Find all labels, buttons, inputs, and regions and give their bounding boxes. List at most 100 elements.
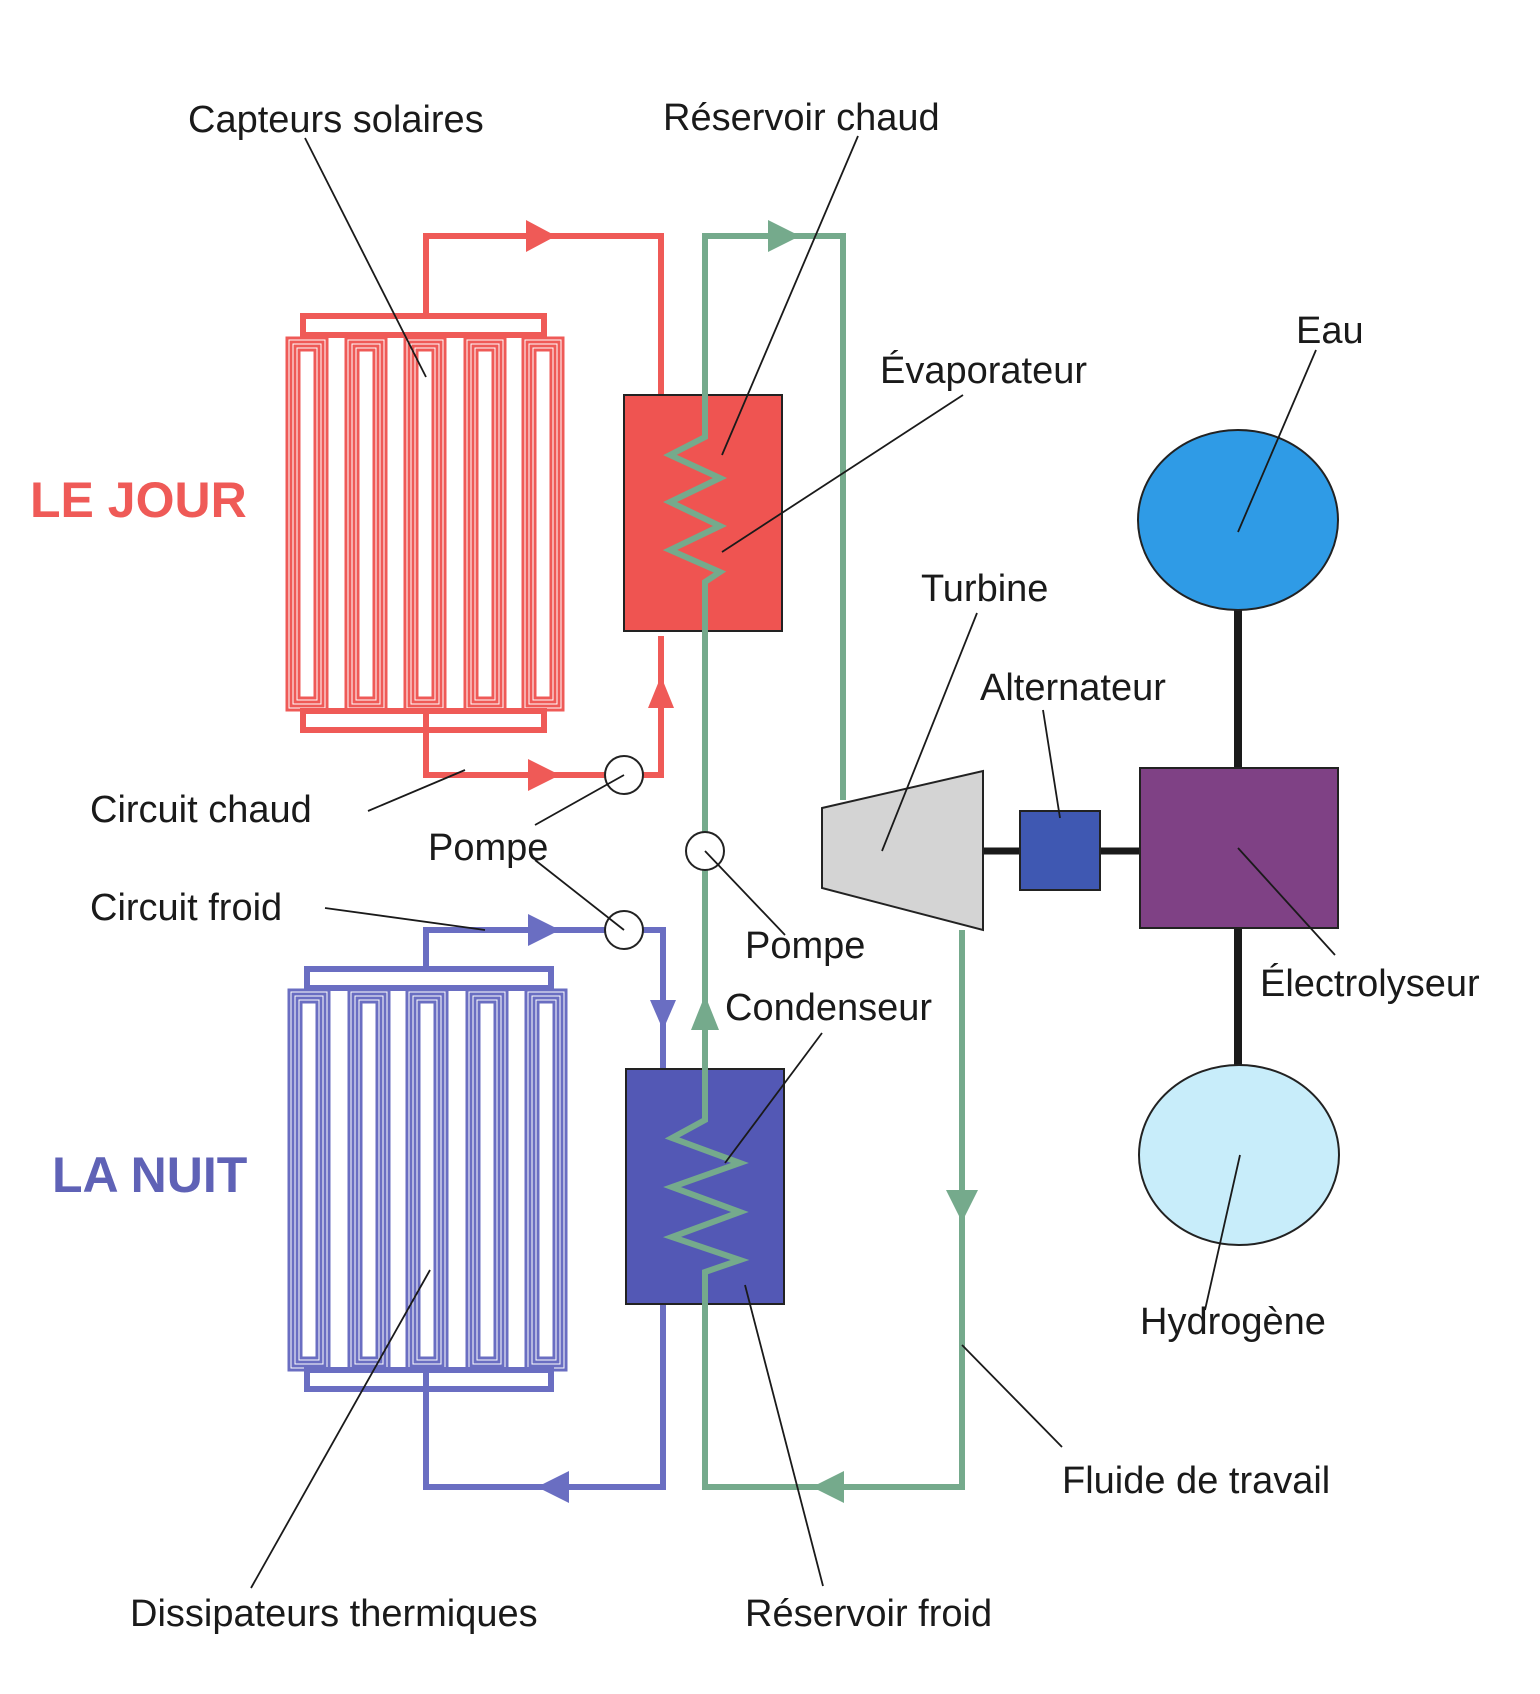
heat-sink-tube-3 (417, 1000, 437, 1360)
cold-radiator-top-manifold (304, 966, 554, 991)
label-dissipateurs-thermiques: Dissipateurs thermiques (130, 1593, 538, 1635)
hot-loop-bottom (423, 711, 608, 778)
cold-arrow-bottom (537, 1471, 569, 1503)
solar-collector-tube-1 (293, 344, 321, 704)
heat-sink-tube-5 (532, 996, 560, 1364)
solar-collector-tube-2 (356, 348, 376, 700)
label-circuit-chaud: Circuit chaud (90, 789, 312, 831)
fluid-arrow-bottom (812, 1471, 844, 1503)
heat-sink-tube-5 (528, 992, 564, 1368)
solar-collector-tube-4 (475, 348, 495, 700)
solar-collector-tube-2 (348, 340, 384, 708)
heat-sinks (287, 988, 568, 1372)
fluid-arrow-down (946, 1190, 978, 1222)
solar-collector-tube-1 (289, 340, 325, 708)
leader-reservoir-froid (744, 1284, 824, 1587)
leader-hydrogene (1204, 1154, 1241, 1311)
label-pompe-1: Pompe (428, 827, 548, 869)
solar-collector-tube-4 (463, 336, 507, 712)
solar-collector-tube-5 (533, 348, 553, 700)
solar-collector-tube-5 (525, 340, 561, 708)
cold-loop-bottom (423, 1304, 666, 1490)
heat-sink-tube-5 (524, 988, 568, 1372)
leader-pompe-1b (534, 859, 625, 931)
leader-fluide (961, 1344, 1063, 1448)
cold-arrow-down (650, 1000, 676, 1030)
leader-evaporateur (721, 394, 964, 553)
heat-sink-tube-1 (299, 1000, 319, 1360)
heat-sink-tube-4 (465, 988, 509, 1372)
leader-circuit-chaud (367, 769, 466, 812)
leader-capteurs (304, 137, 427, 378)
leader-lines (250, 135, 1336, 1589)
cold-arrow-top (528, 914, 560, 946)
label-evaporateur: Évaporateur (880, 349, 1087, 392)
label-fluide-de-travail: Fluide de travail (1062, 1460, 1330, 1502)
solar-collector-tube-3 (403, 336, 447, 712)
leader-pompe-1a (534, 774, 625, 826)
heat-sink-tube-3 (413, 996, 441, 1364)
solar-collector-tube-2 (344, 336, 388, 712)
label-le-jour: LE JOUR (30, 472, 247, 528)
solar-collector-tube-3 (407, 340, 443, 708)
heat-sink-tube-2 (347, 988, 391, 1372)
leader-pompe-2 (704, 850, 786, 936)
solar-collector-tube-4 (471, 344, 499, 704)
labels: Capteurs solaires Réservoir chaud Évapor… (30, 97, 1480, 1635)
solar-collector-tube-1 (297, 348, 317, 700)
leader-alternateur (1042, 709, 1061, 819)
heat-sink-tube-4 (473, 996, 501, 1364)
leader-circuit-froid (324, 907, 486, 931)
fluid-arrows (691, 220, 978, 1503)
solar-collector-tube-5 (521, 336, 565, 712)
hot-arrow-bottom (528, 759, 560, 791)
hot-collector-top-manifold (300, 313, 547, 338)
label-electrolyseur: Électrolyseur (1260, 962, 1480, 1005)
heat-sink-tube-2 (359, 1000, 379, 1360)
label-hydrogene: Hydrogène (1140, 1301, 1326, 1343)
label-turbine: Turbine (921, 568, 1048, 610)
working-fluid-circuit (662, 233, 965, 1490)
hot-arrow-top (526, 220, 556, 252)
cold-arrows (528, 914, 676, 1503)
heat-sink-tube-2 (355, 996, 383, 1364)
leader-electrolyseur (1237, 847, 1336, 956)
fluid-arrow-up (691, 995, 719, 1030)
solar-collector-tube-1 (285, 336, 329, 712)
fluid-coil-hot (662, 395, 728, 631)
fluid-coil-cold (662, 930, 965, 1490)
label-la-nuit: LA NUIT (52, 1147, 247, 1203)
label-reservoir-froid: Réservoir froid (745, 1593, 992, 1635)
turbine (821, 769, 984, 932)
cold-loop-top (423, 927, 608, 969)
leader-dissipateurs (250, 1269, 431, 1589)
water-tank (1137, 429, 1339, 611)
heat-sink-tube-5 (536, 1000, 556, 1360)
solar-collector-tube-3 (411, 344, 439, 704)
heat-sink-tube-4 (469, 992, 505, 1368)
heat-sink-tube-2 (351, 992, 387, 1368)
label-condenseur: Condenseur (725, 987, 932, 1029)
heat-sink-tube-1 (287, 988, 331, 1372)
alternator (1019, 810, 1101, 891)
hot-arrow-up (648, 676, 674, 708)
heat-sink-tube-1 (295, 996, 323, 1364)
label-alternateur: Alternateur (980, 667, 1166, 709)
fluid-arrow-top (768, 220, 800, 252)
hydrogen-tank (1138, 1064, 1340, 1246)
leader-eau (1237, 349, 1317, 533)
label-reservoir-chaud: Réservoir chaud (663, 97, 940, 139)
solar-collectors (285, 336, 565, 712)
heat-sink-tube-1 (291, 992, 327, 1368)
solar-collector-tube-5 (529, 344, 557, 704)
label-circuit-froid: Circuit froid (90, 887, 282, 929)
label-eau: Eau (1296, 310, 1364, 352)
label-pompe-2: Pompe (745, 925, 865, 967)
solar-collector-tube-3 (415, 348, 435, 700)
solar-collector-tube-2 (352, 344, 380, 704)
cold-loop-down (640, 927, 666, 1069)
leader-condenseur (724, 1032, 823, 1164)
heat-sink-tube-3 (405, 988, 449, 1372)
leader-reservoir-chaud (721, 135, 859, 456)
